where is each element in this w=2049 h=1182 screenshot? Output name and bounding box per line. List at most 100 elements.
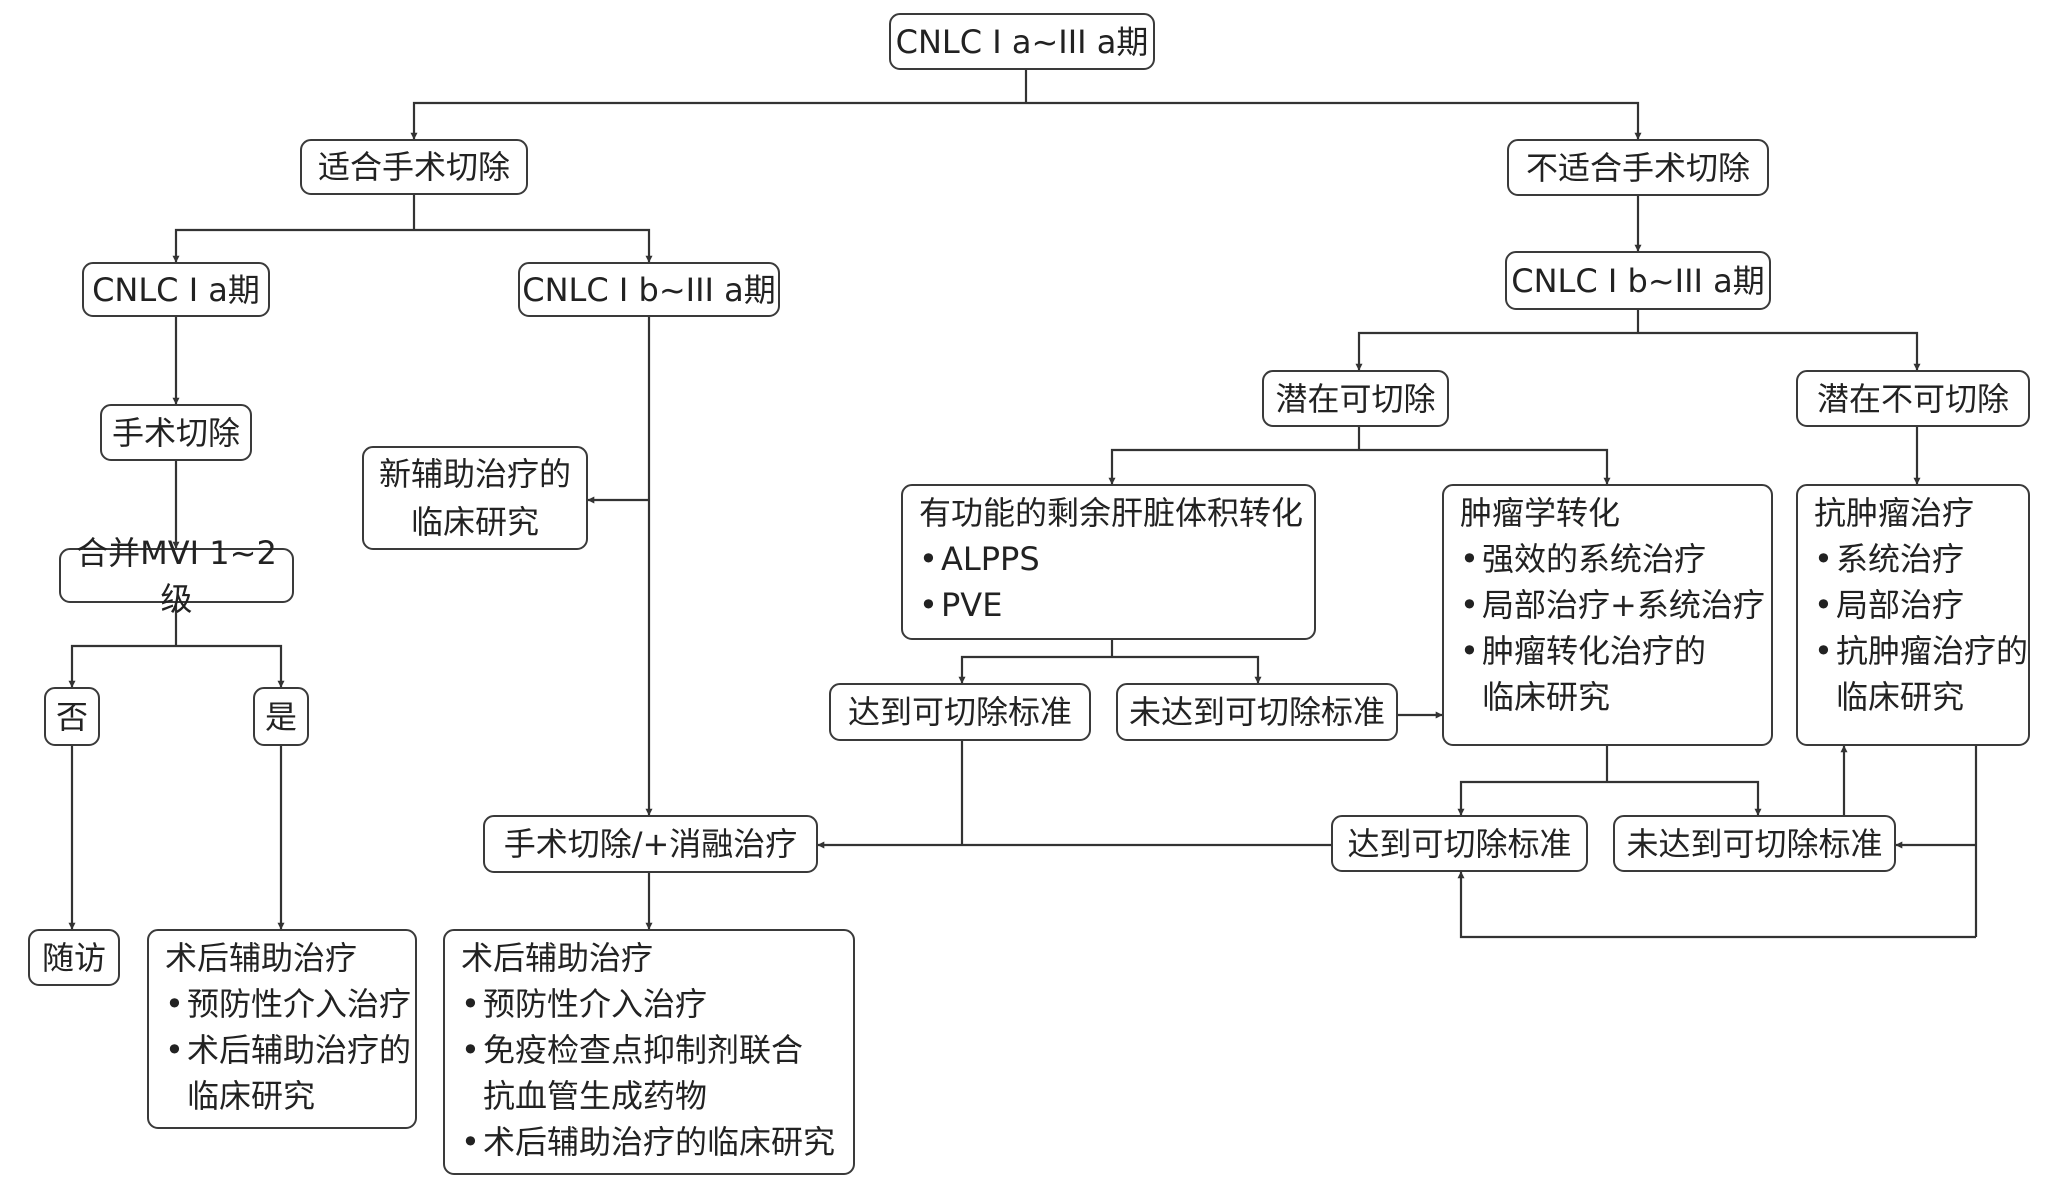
connector-antitumor-to-reach2 xyxy=(1457,871,1976,939)
connector-mvi-to-yes xyxy=(176,644,285,688)
connector-flr-to-reach xyxy=(958,655,1112,684)
node-label: 潜在不可切除 xyxy=(1816,379,2009,418)
node-stage-ia: CNLC I a期 xyxy=(82,262,270,317)
node-yes: 是 xyxy=(253,687,309,746)
node-follow-up: 随访 xyxy=(28,929,120,986)
node-mvi-grade: 合并MVI 1~2级 xyxy=(59,534,294,618)
node-label: 未达到可切除标准 xyxy=(1128,693,1385,731)
node-reached-resectable-2: 达到可切除标准 xyxy=(1331,815,1588,872)
bullet-item: •PVE xyxy=(919,582,1304,628)
node-label: 达到可切除标准 xyxy=(1347,824,1572,863)
connector-suitable-to-ib xyxy=(414,228,653,263)
node-label: 达到可切除标准 xyxy=(847,693,1072,731)
connector-ibr-to-potential-resectable xyxy=(1355,331,1638,371)
node-title: 肿瘤学转化 xyxy=(1460,494,1621,532)
node-label: 否 xyxy=(55,697,88,736)
node-label: 潜在可切除 xyxy=(1275,379,1436,418)
node-label: CNLC I a期 xyxy=(92,270,260,309)
bullet-item: •ALPPS xyxy=(919,536,1304,582)
node-potentially-resectable: 潜在可切除 xyxy=(1262,370,1449,427)
connector-onco-to-reach2 xyxy=(1457,780,1607,816)
bullet-text-continued: 临床研究 xyxy=(1836,678,1965,716)
bullet-text: 术后辅助治疗的 xyxy=(187,1031,412,1069)
bullet-item: •术后辅助治疗的临床研究 xyxy=(461,1119,843,1165)
node-title: 抗肿瘤治疗 xyxy=(1814,494,1975,532)
bullet-item: •免疫检查点抑制剂联合 xyxy=(461,1027,843,1073)
node-label: 合并MVI 1~2级 xyxy=(76,533,277,618)
bullet-text: 免疫检查点抑制剂联合 xyxy=(483,1031,804,1069)
bullet-text: 局部治疗 xyxy=(1836,586,1965,624)
bullet-text: 系统治疗 xyxy=(1836,540,1965,578)
connector-root-to-unsuitable xyxy=(1026,101,1642,140)
bullet-text-continued: 临床研究 xyxy=(1482,678,1611,716)
node-unsuitable-resection: 不适合手术切除 xyxy=(1507,139,1769,196)
bullet-text: ALPPS xyxy=(941,540,1040,578)
bullet-item: •肿瘤转化治疗的 xyxy=(1460,628,1761,674)
node-postop-adjuvant-mid: 术后辅助治疗 •预防性介入治疗 •免疫检查点抑制剂联合 抗血管生成药物 •术后辅… xyxy=(443,929,855,1175)
bullet-text: 预防性介入治疗 xyxy=(483,985,708,1023)
node-surgical-resection: 手术切除 xyxy=(100,404,252,461)
node-flr-conversion: 有功能的剩余肝脏体积转化 •ALPPS •PVE xyxy=(901,484,1316,640)
bullet-item: •预防性介入治疗 xyxy=(461,981,843,1027)
node-suitable-resection: 适合手术切除 xyxy=(300,139,528,195)
connector-root-to-suitable xyxy=(410,101,1026,140)
connector-flr-to-notreach xyxy=(1112,655,1262,684)
bullet-item: •预防性介入治疗 xyxy=(165,981,411,1027)
bullet-dot-icon: • xyxy=(461,1031,480,1069)
bullet-dot-icon: • xyxy=(165,985,184,1023)
node-title: 术后辅助治疗 xyxy=(461,939,654,977)
bullet-text: 抗肿瘤治疗的 xyxy=(1836,632,2029,670)
node-neoadjuvant-trial: 新辅助治疗的 临床研究 xyxy=(362,446,588,550)
bullet-dot-icon: • xyxy=(461,985,480,1023)
node-not-reached-resectable-1: 未达到可切除标准 xyxy=(1116,683,1398,741)
connector-ibr-to-potential-unresectable xyxy=(1638,331,1921,371)
bullet-item: •抗肿瘤治疗的 xyxy=(1814,628,2028,674)
node-stage-ia-iiia: CNLC I a~III a期 xyxy=(889,13,1155,70)
bullet-text-continued: 临床研究 xyxy=(187,1077,316,1115)
node-no: 否 xyxy=(44,687,100,746)
connector-onco-to-notreach2 xyxy=(1607,780,1762,816)
bullet-dot-icon: • xyxy=(1460,540,1479,578)
node-label-line: 新辅助治疗的 xyxy=(378,455,571,493)
bullet-text-continued: 抗血管生成药物 xyxy=(483,1077,708,1115)
bullet-item: •系统治疗 xyxy=(1814,536,2018,582)
bullet-text: PVE xyxy=(941,586,1003,624)
bullet-item: •强效的系统治疗 xyxy=(1460,536,1761,582)
bullet-dot-icon: • xyxy=(1814,586,1833,624)
node-potentially-unresectable: 潜在不可切除 xyxy=(1796,370,2030,427)
node-label: CNLC I b~III a期 xyxy=(522,270,776,309)
node-stage-ib-iiia-right: CNLC I b~III a期 xyxy=(1505,251,1771,310)
bullet-text: 局部治疗+系统治疗 xyxy=(1482,586,1765,624)
bullet-dot-icon: • xyxy=(919,586,938,624)
connector-suitable-to-ia xyxy=(172,228,414,263)
bullet-item: •局部治疗 xyxy=(1814,582,2018,628)
node-oncologic-conversion: 肿瘤学转化 •强效的系统治疗 •局部治疗+系统治疗 •肿瘤转化治疗的 临床研究 xyxy=(1442,484,1773,746)
node-label: CNLC I a~III a期 xyxy=(895,22,1149,61)
node-not-reached-resectable-2: 未达到可切除标准 xyxy=(1613,815,1896,872)
node-title: 术后辅助治疗 xyxy=(165,939,358,977)
node-postop-adjuvant-left: 术后辅助治疗 •预防性介入治疗 •术后辅助治疗的 临床研究 xyxy=(147,929,417,1129)
node-label: 手术切除 xyxy=(111,413,240,452)
node-label: 适合手术切除 xyxy=(317,148,510,186)
bullet-item: •局部治疗+系统治疗 xyxy=(1460,582,1765,628)
node-label: 手术切除/+消融治疗 xyxy=(503,825,798,863)
bullet-text: 术后辅助治疗的临床研究 xyxy=(483,1123,836,1161)
bullet-dot-icon: • xyxy=(919,540,938,578)
bullet-dot-icon: • xyxy=(1460,632,1479,670)
node-title: 有功能的剩余肝脏体积转化 xyxy=(919,494,1304,532)
bullet-item: •术后辅助治疗的 xyxy=(165,1027,411,1073)
node-stage-ib-iiia-left: CNLC I b~III a期 xyxy=(518,262,780,317)
connector-potres-to-onco xyxy=(1359,448,1611,485)
node-label-line: 临床研究 xyxy=(410,503,539,541)
node-label: 不适合手术切除 xyxy=(1525,148,1750,187)
node-label: 未达到可切除标准 xyxy=(1626,824,1883,863)
node-antitumor-therapy: 抗肿瘤治疗 •系统治疗 •局部治疗 •抗肿瘤治疗的 临床研究 xyxy=(1796,484,2030,746)
bullet-dot-icon: • xyxy=(1460,586,1479,624)
bullet-dot-icon: • xyxy=(461,1123,480,1161)
node-label: 随访 xyxy=(41,938,106,977)
connector-mvi-to-no xyxy=(68,644,176,688)
node-reached-resectable-1: 达到可切除标准 xyxy=(829,683,1091,741)
bullet-dot-icon: • xyxy=(1814,540,1833,578)
